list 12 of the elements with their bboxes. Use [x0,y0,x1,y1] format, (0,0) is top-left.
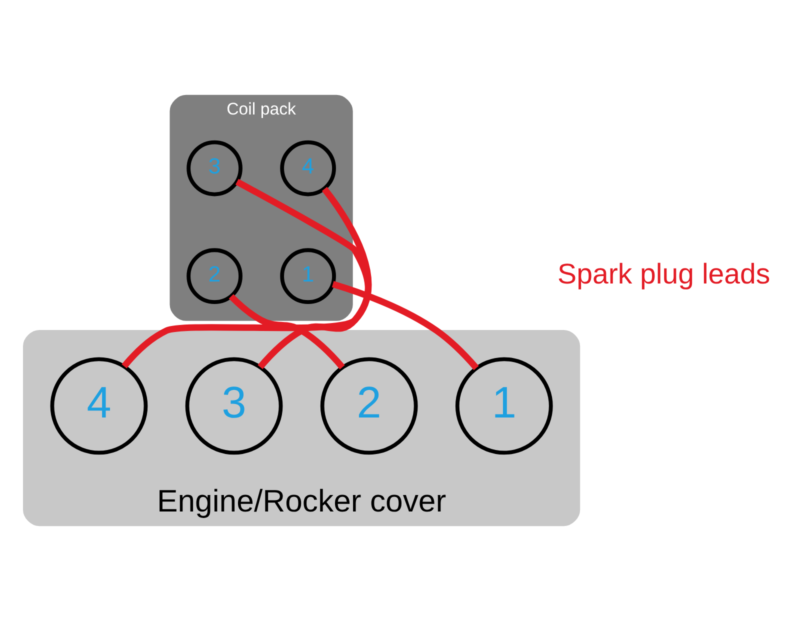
node-circle: 3 [185,357,283,455]
node-circle: 4 [280,140,336,196]
node-circle: 1 [455,357,553,455]
node-circle: 1 [280,248,336,304]
node-circle: 2 [320,357,418,455]
node-circle: 2 [186,248,242,304]
connector [122,186,372,368]
node-circle: 4 [50,357,148,455]
node-circle: 3 [186,140,242,196]
label: Spark plug leads [558,258,770,290]
connector [332,281,479,370]
connector [228,294,345,370]
